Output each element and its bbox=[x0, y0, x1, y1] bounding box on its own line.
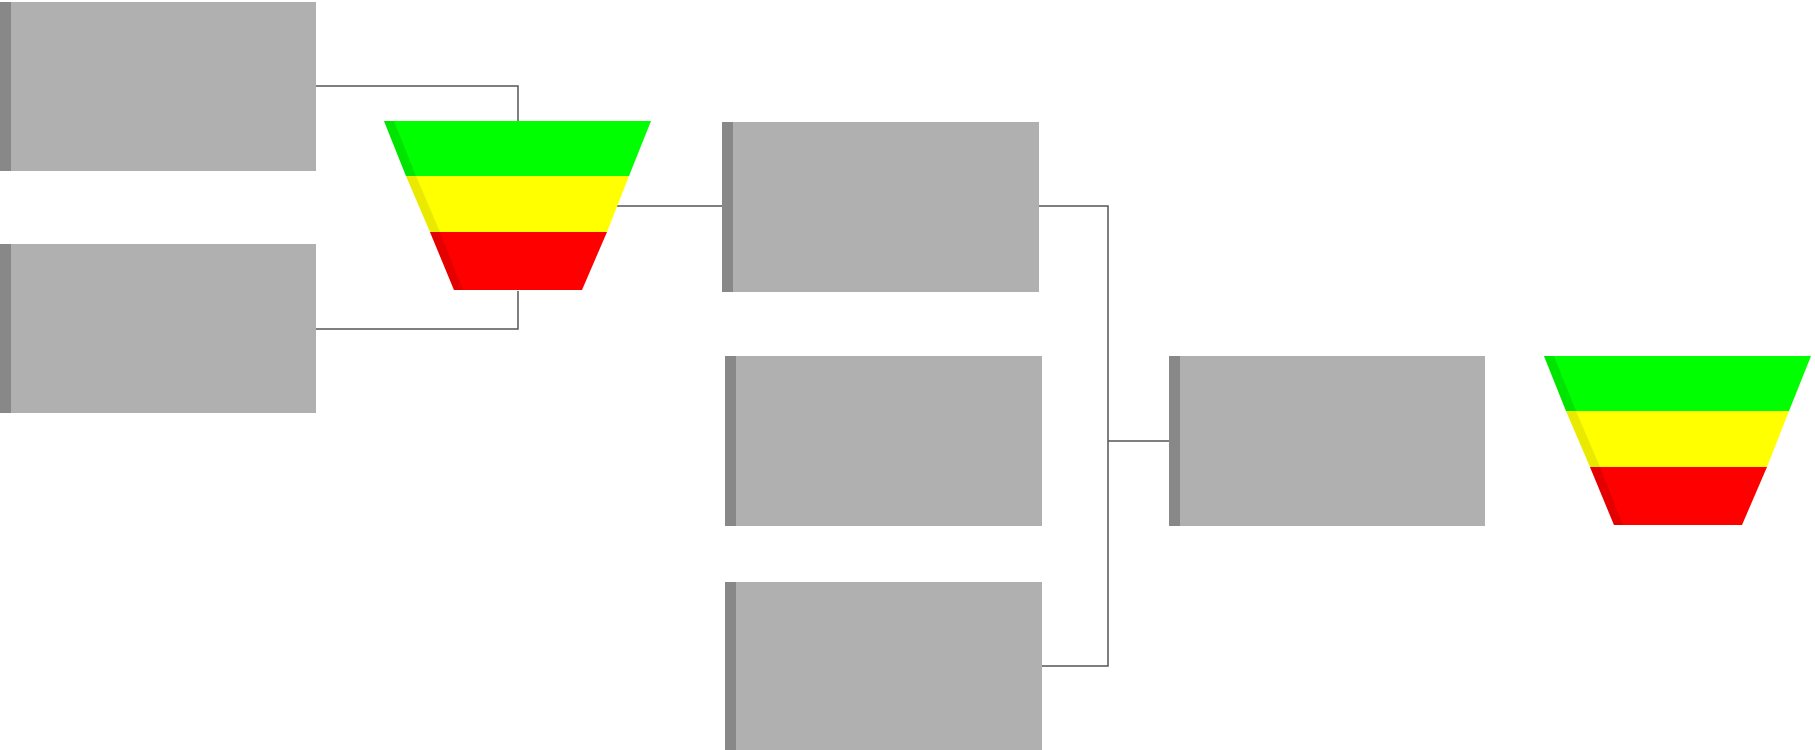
funnel-band-yellow bbox=[1566, 411, 1789, 467]
node-box-2[interactable] bbox=[0, 244, 316, 413]
node-box-6[interactable] bbox=[1169, 356, 1485, 526]
funnel-band-green bbox=[384, 121, 651, 176]
node-box-5[interactable] bbox=[725, 582, 1042, 750]
connector-n3-n6 bbox=[1039, 205, 1109, 441]
node-box-3[interactable] bbox=[722, 122, 1039, 292]
funnel-indicator-1[interactable] bbox=[383, 119, 653, 292]
funnel-shade-yellow bbox=[1566, 411, 1600, 467]
node-box-4[interactable] bbox=[725, 356, 1042, 526]
connector-n1-f1 bbox=[316, 85, 519, 121]
funnel-band-red bbox=[1590, 467, 1767, 525]
funnel-band-yellow bbox=[406, 176, 629, 232]
funnel-band-green bbox=[1544, 356, 1811, 411]
funnel-shade-green bbox=[1544, 356, 1576, 411]
funnel-shade-yellow bbox=[406, 176, 440, 232]
funnel-shade-red bbox=[1590, 467, 1623, 525]
node-accent-bar bbox=[725, 582, 736, 750]
node-box-1[interactable] bbox=[0, 2, 316, 171]
connector-n2-f1 bbox=[316, 291, 519, 330]
connector-n5-n6 bbox=[1042, 441, 1109, 667]
funnel-shade-green bbox=[384, 121, 416, 176]
funnel-shade-red bbox=[430, 232, 463, 290]
node-accent-bar bbox=[722, 122, 733, 292]
node-accent-bar bbox=[0, 244, 11, 413]
funnel-indicator-2[interactable] bbox=[1543, 354, 1813, 527]
funnel-band-red bbox=[430, 232, 607, 290]
node-accent-bar bbox=[725, 356, 736, 526]
node-accent-bar bbox=[0, 2, 11, 171]
node-accent-bar bbox=[1169, 356, 1180, 526]
